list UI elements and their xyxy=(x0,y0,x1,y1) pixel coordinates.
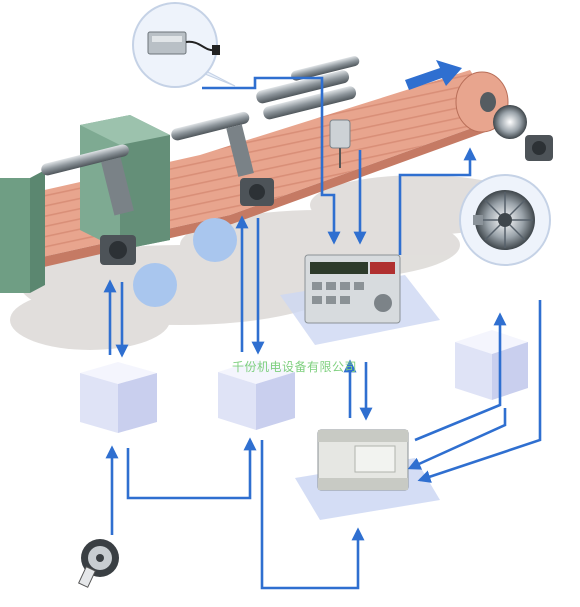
arrow-loadcell-controller xyxy=(202,76,341,245)
roller-top-3 xyxy=(291,56,360,81)
arrow-left-to-center xyxy=(126,437,257,500)
arrow-bottom-loop xyxy=(260,440,365,590)
plc-unit xyxy=(295,429,440,520)
circle-center xyxy=(193,218,237,262)
rotary-encoder xyxy=(78,539,119,588)
roller-center xyxy=(171,111,254,177)
module-box-right xyxy=(455,330,528,400)
roller-top-1 xyxy=(256,70,350,104)
load-cell-callout xyxy=(132,2,236,88)
arrow-plc-rightbox xyxy=(414,312,507,442)
drive-unit-center xyxy=(240,178,274,206)
direction-arrow xyxy=(405,60,462,90)
tension-controller-device xyxy=(280,254,440,345)
roller-left xyxy=(41,144,134,216)
green-frame-left xyxy=(0,170,45,293)
drive-unit-left xyxy=(100,235,136,265)
brake-callout xyxy=(459,174,551,266)
arrow-controller-brake xyxy=(398,147,477,255)
sensor-probe xyxy=(329,119,351,168)
module-box-left xyxy=(80,362,157,433)
brake-on-shaft xyxy=(493,105,553,161)
arrow-rightbox-plc xyxy=(407,408,507,470)
roller-group xyxy=(41,56,360,216)
module-box-center xyxy=(218,360,295,430)
arrow-right-loop xyxy=(417,300,542,483)
roller-top-2 xyxy=(263,86,357,120)
watermark-text: 千份机电设备有限公司 xyxy=(232,360,358,374)
signal-arrows xyxy=(103,76,542,590)
circle-left xyxy=(133,263,177,307)
